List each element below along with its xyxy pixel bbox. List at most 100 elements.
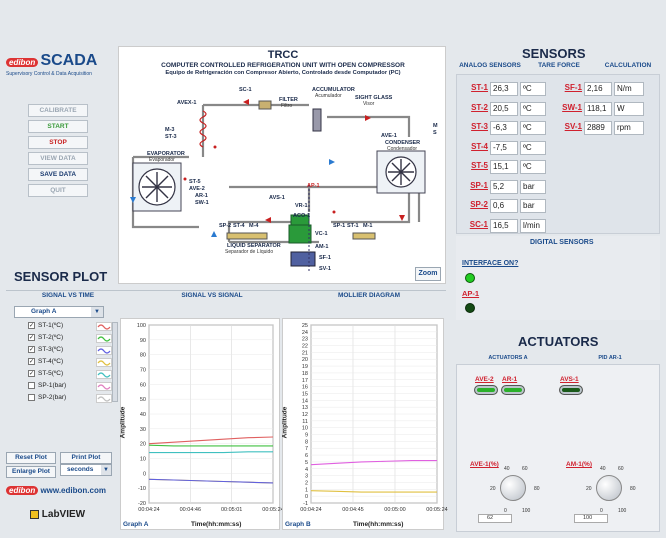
channel-label: SP-1(bar)	[38, 382, 67, 390]
calibrate-button[interactable]: CALIBRATE	[28, 104, 88, 117]
channel-color-swatch[interactable]	[96, 358, 112, 367]
channel-row[interactable]: ✓ST-4(ºC)	[28, 358, 112, 369]
channel-row[interactable]: ✓ST-2(ºC)	[28, 334, 112, 345]
label-m4: M-4	[249, 223, 259, 229]
knob-tick-label: 0	[600, 508, 603, 514]
y-tick-label: 70	[140, 368, 146, 374]
channel-label: ST-4(ºC)	[38, 358, 64, 366]
tab-tare-force[interactable]: TARE FORCE	[538, 62, 580, 69]
x-tick-label: 00:04:24	[138, 507, 159, 513]
channel-checkbox[interactable]: ✓	[28, 334, 35, 341]
channel-checkbox[interactable]	[28, 394, 35, 401]
sensor-label-sv-1: SV-1	[564, 122, 582, 131]
channel-color-swatch[interactable]	[96, 370, 112, 379]
channel-row[interactable]: SP-2(bar)	[28, 394, 112, 405]
channel-checkbox[interactable]: ✓	[28, 370, 35, 377]
sensor-label-sf-1: SF-1	[564, 83, 582, 92]
sensor-label-st-2: ST-2	[471, 102, 488, 112]
knob-value-field-0[interactable]: 62	[478, 514, 512, 523]
quit-button[interactable]: QUIT	[28, 184, 88, 197]
diagram-title: TRCC	[267, 49, 299, 61]
tab-actuators-a[interactable]: ACTUATORS A	[488, 355, 528, 361]
scada-subtitle: Supervisory Control & Data Acquisition	[6, 71, 92, 77]
sensor-unit-st-1: ºC	[520, 82, 546, 96]
enlarge-plot-button[interactable]: Enlarge Plot	[6, 466, 56, 478]
channel-checkbox[interactable]: ✓	[28, 358, 35, 365]
time-unit-select[interactable]: seconds ▼	[60, 464, 112, 476]
print-plot-button[interactable]: Print Plot	[60, 452, 112, 464]
channel-checkbox[interactable]	[28, 382, 35, 389]
y-tick-label: 0	[305, 494, 308, 500]
chevron-down-icon[interactable]: ▼	[91, 307, 103, 317]
tab-analog-sensors[interactable]: ANALOG SENSORS	[459, 62, 521, 69]
channel-color-swatch[interactable]	[96, 394, 112, 403]
y-tick-label: -20	[138, 501, 146, 507]
channel-color-swatch[interactable]	[96, 346, 112, 355]
knob-0[interactable]	[500, 475, 526, 501]
channel-color-swatch[interactable]	[96, 382, 112, 391]
x-tick-label: 00:04:24	[300, 507, 321, 513]
view-data-button[interactable]: VIEW DATA	[28, 152, 88, 165]
y-tick-label: 18	[302, 371, 308, 377]
channel-color-swatch[interactable]	[96, 334, 112, 343]
knob-tick-label: 80	[630, 486, 636, 492]
sensor-label-st-5: ST-5	[471, 161, 488, 170]
x-tick-label: 00:04:45	[342, 507, 363, 513]
y-tick-label: 20	[140, 442, 146, 448]
label-condenser-es: Condensador	[387, 146, 418, 152]
label-sp1: SP-1	[333, 223, 346, 229]
interface-on-label: INTERFACE ON?	[462, 260, 519, 267]
tab-pid-ar-1[interactable]: PID AR-1	[598, 355, 622, 361]
y-tick-label: -10	[138, 486, 146, 492]
zoom-button[interactable]: Zoom	[415, 267, 441, 281]
tab-calculation[interactable]: CALCULATION	[604, 62, 652, 69]
save-data-button[interactable]: SAVE DATA	[28, 168, 88, 181]
accumulator	[312, 108, 322, 132]
knob-value-field-1[interactable]: 100	[574, 514, 608, 523]
tab-mollier-diagram[interactable]: MOLLIER DIAGRAM	[337, 292, 401, 299]
motor	[290, 251, 316, 267]
channel-checkbox[interactable]: ✓	[28, 346, 35, 353]
start-button[interactable]: START	[28, 120, 88, 133]
graph-select[interactable]: Graph A ▼	[14, 306, 104, 318]
knob-tick-label: 60	[522, 466, 528, 472]
channel-checkbox[interactable]: ✓	[28, 322, 35, 329]
stop-button[interactable]: STOP	[28, 136, 88, 149]
graph-a-xlabel: Time(hh:mm:ss)	[191, 521, 242, 528]
sensor-value-st-4: -7,5	[490, 140, 518, 155]
sensor-label-sp-1: SP-1	[470, 180, 488, 190]
y-tick-label: 50	[140, 397, 146, 403]
switch-ar-1[interactable]	[501, 385, 525, 395]
sensor-unit-sv-1: rpm	[614, 121, 644, 135]
channel-row[interactable]: ✓ST-5(ºC)	[28, 370, 112, 381]
knob-1[interactable]	[596, 475, 622, 501]
series-line-0	[310, 460, 437, 466]
y-tick-label: 30	[140, 427, 146, 433]
labview-text: LabVIEW	[41, 509, 86, 520]
switch-ave-2[interactable]	[474, 385, 498, 395]
tab-signal-vs-signal[interactable]: SIGNAL VS SIGNAL	[181, 292, 243, 299]
label-avex1: AVEX-1	[177, 100, 197, 106]
tab-signal-vs-time[interactable]: SIGNAL VS TIME	[41, 292, 95, 299]
label-sw1: SW-1	[195, 200, 209, 206]
graph-select-value: Graph A	[31, 308, 57, 315]
reset-plot-button[interactable]: Reset Plot	[6, 452, 56, 464]
sensor-unit-st-5: ºC	[520, 160, 546, 174]
channel-row[interactable]: ✓ST-3(ºC)	[28, 346, 112, 357]
label-accumulator: ACCUMULATOR	[312, 87, 355, 93]
sensor-value-st-3: -6,3	[490, 121, 518, 135]
switch-avs-1[interactable]	[559, 385, 583, 395]
x-tick-label: 00:05:24	[426, 507, 447, 513]
y-tick-label: 10	[302, 426, 308, 432]
channel-row[interactable]: ✓ST-1(ºC)	[28, 322, 112, 333]
channel-scrollbar[interactable]	[112, 322, 118, 402]
chevron-down-icon[interactable]: ▼	[101, 465, 111, 475]
knob-tick-label: 0	[504, 508, 507, 514]
compressor	[288, 224, 312, 244]
channel-color-swatch[interactable]	[96, 322, 112, 331]
channel-row[interactable]: SP-1(bar)	[28, 382, 112, 393]
website-link[interactable]: www.edibon.com	[40, 486, 106, 495]
sensor-unit-sc-1: l/min	[520, 218, 546, 233]
y-tick-label: 13	[302, 405, 308, 411]
sensor-label-sw-1: SW-1	[562, 102, 582, 112]
